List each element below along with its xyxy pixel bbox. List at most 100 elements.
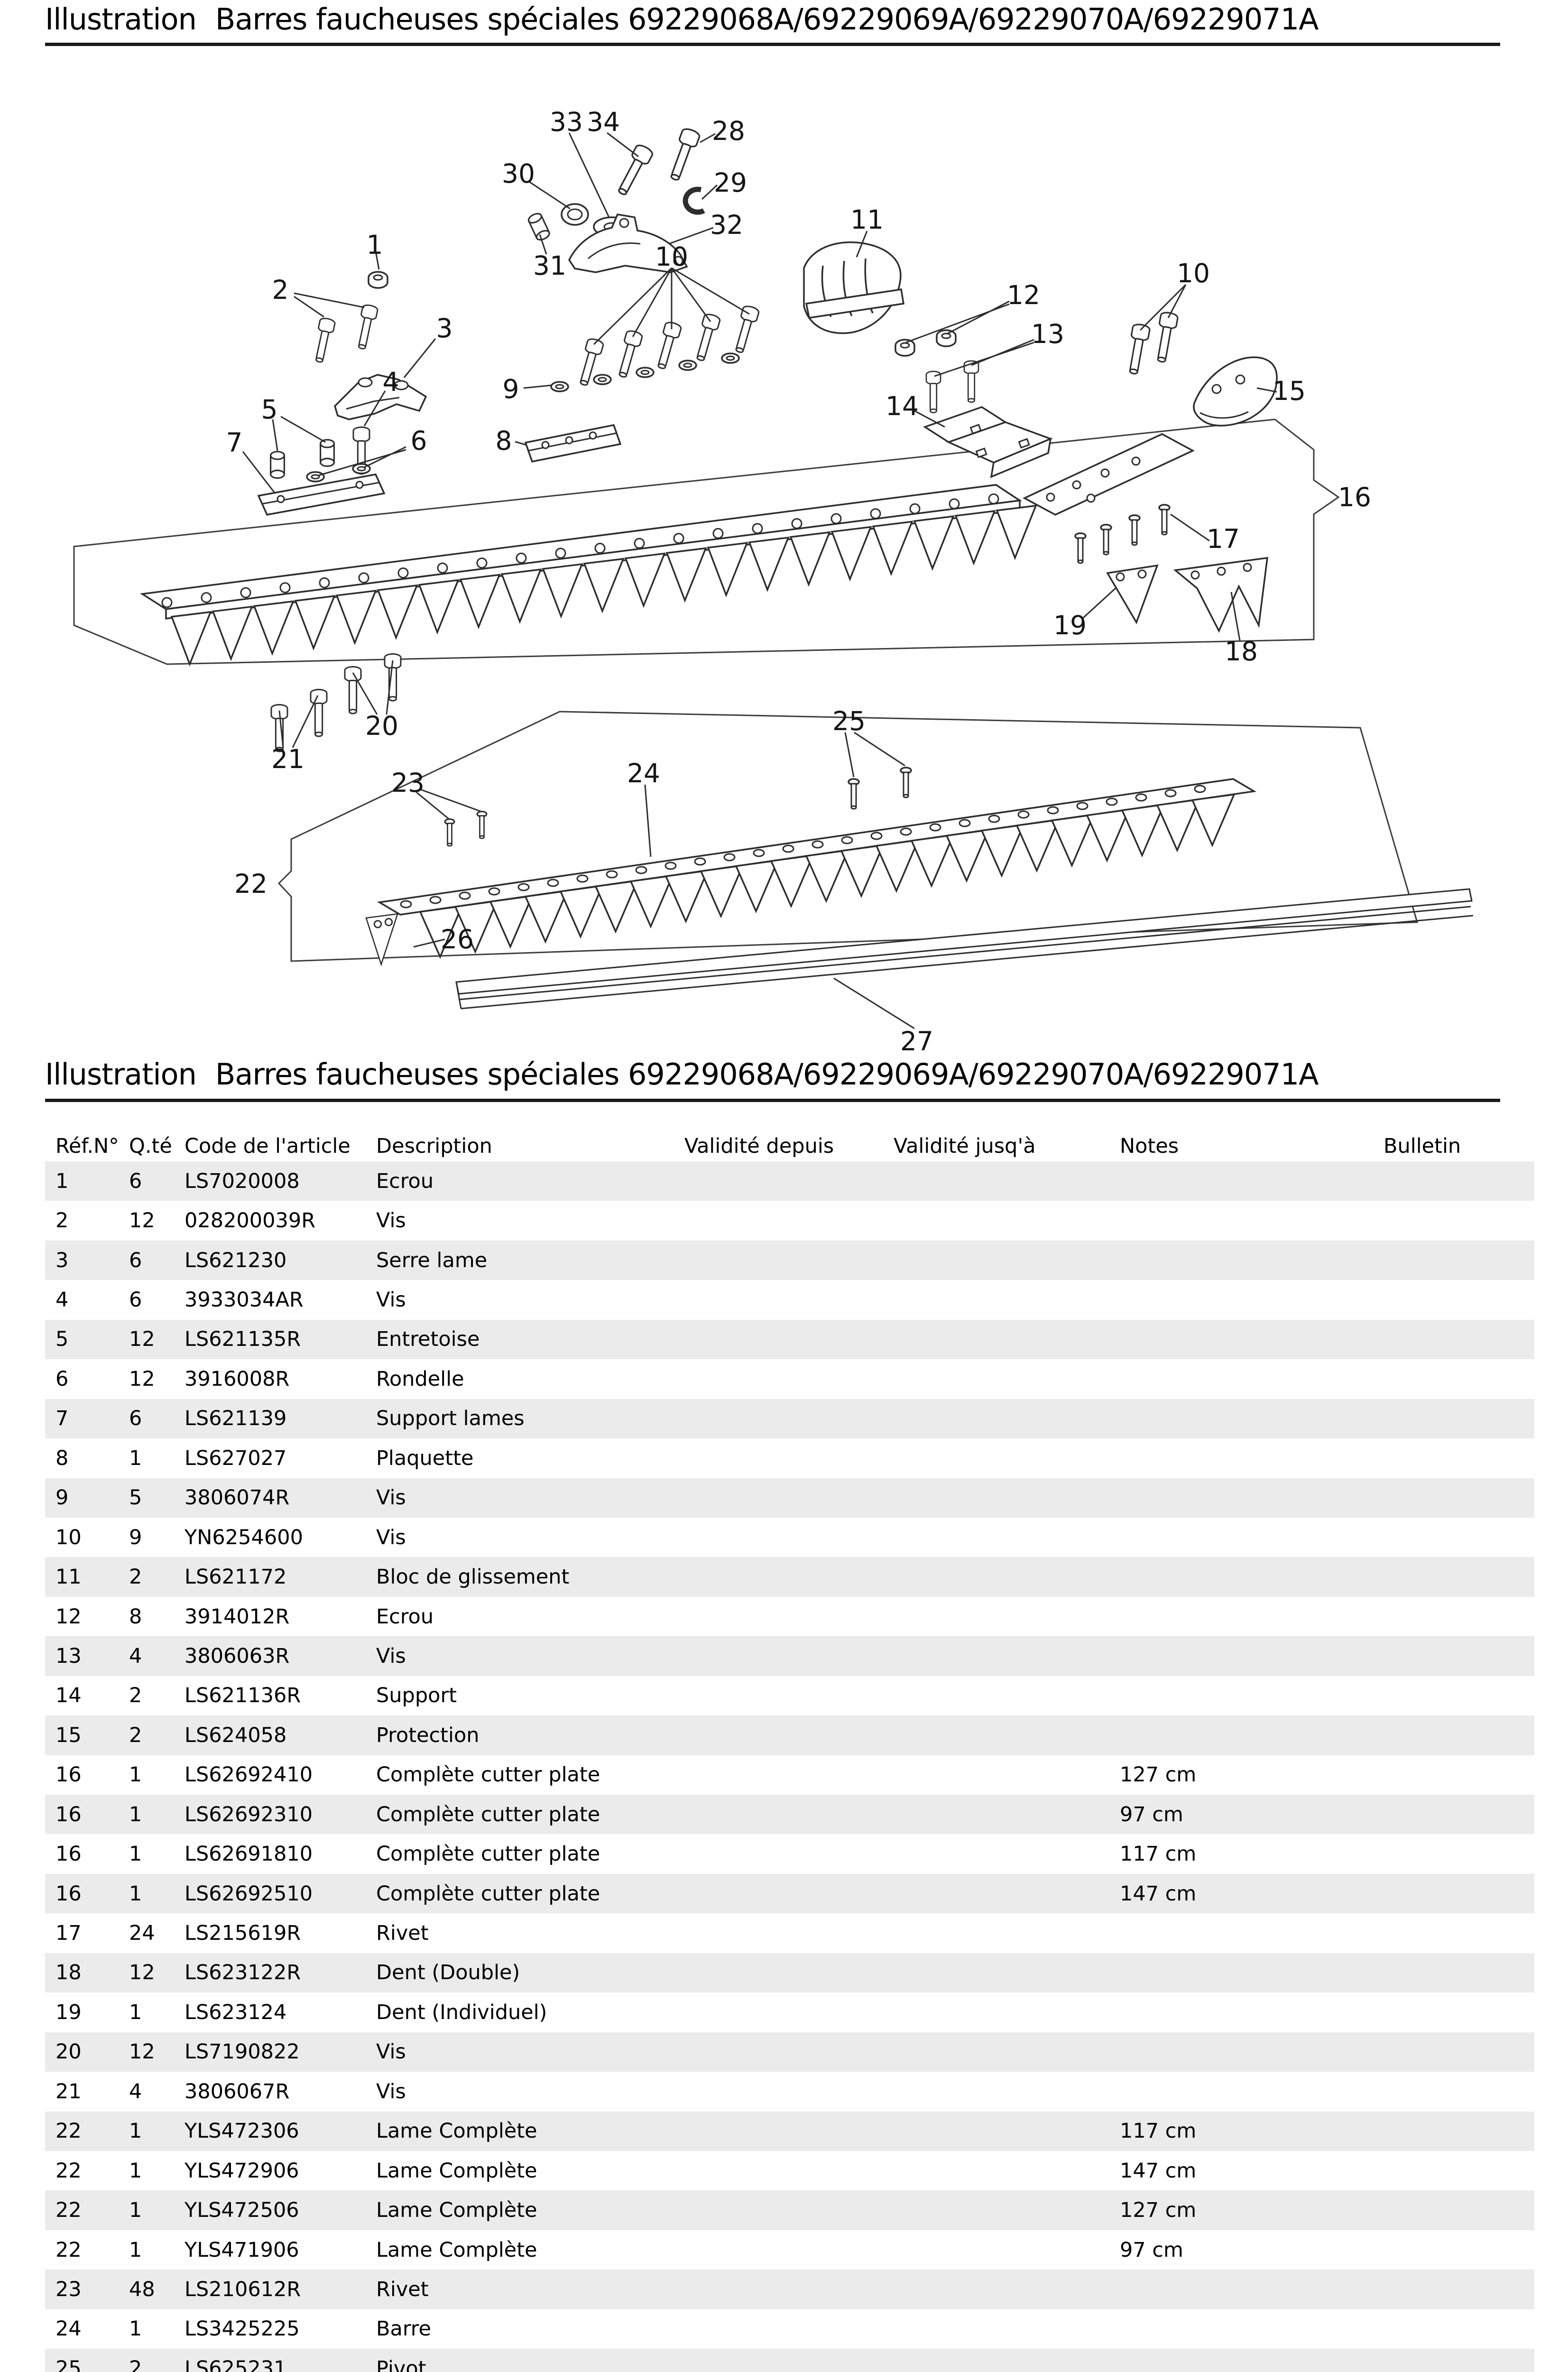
cell-qty: 1 [129,2159,142,2183]
callout-leader [515,441,527,446]
cell-notes: 127 cm [1120,1763,1197,1787]
callout-leader [854,732,905,767]
callout-number: 26 [441,924,474,954]
cell-desc: Rivet [376,2277,429,2301]
cell-qty: 8 [129,1604,142,1629]
cell-qty: 48 [129,2277,155,2301]
vis-10-right [1152,310,1179,364]
cell-desc: Ecrou [376,1169,434,1193]
cell-ref: 2 [55,1209,69,1233]
callout-number: 13 [1031,319,1064,349]
cell-code: LS621136R [184,1684,301,1708]
callout-number: 16 [1338,482,1371,512]
cell-code: LS624058 [184,1723,287,1747]
cell-desc: Pivot [376,2356,426,2372]
cell-qty: 1 [129,2198,142,2223]
dent-individuel-19 [1106,564,1159,625]
cell-qty: 1 [129,1802,142,1826]
callout-leader [1230,592,1241,641]
column-header: Validité jusq'à [894,1134,1036,1158]
callout-number: 5 [261,394,278,425]
cell-ref: 1 [55,1169,69,1193]
callout-number: 9 [503,374,519,404]
callout-leader [1081,587,1116,620]
cell-desc: Rivet [376,1921,429,1946]
callout-leader [278,710,284,748]
callout-leader [934,342,1034,377]
callout-leader [523,384,553,389]
cell-desc: Dent (Individuel) [376,2000,547,2024]
cell-desc: Lame Complète [376,2198,537,2223]
exploded-parts-diagram: 1234567891011121310141516171819202122232… [73,107,1474,1056]
cell-desc: Bloc de glissement [376,1565,570,1589]
column-header: Code de l'article [184,1134,350,1158]
callout-number: 31 [533,250,566,281]
callout-number: 11 [850,204,884,235]
callout-number: 33 [550,107,583,137]
cell-qty: 1 [129,2119,142,2143]
cell-notes: 147 cm [1120,1881,1197,1906]
cell-ref: 4 [55,1288,69,1312]
callout-leader [905,303,1010,343]
callout-leader [1256,387,1277,393]
callout-leader [294,292,365,308]
cell-ref: 22 [55,2238,82,2262]
nut-1 [368,271,388,289]
callout-leader [416,791,449,820]
ecrou-12 [936,329,957,347]
cell-ref: 16 [55,1802,82,1826]
cell-desc: Complète cutter plate [376,1802,600,1826]
vis-2 [311,316,336,364]
ecrou-12 [895,339,915,357]
column-header: Notes [1120,1134,1179,1158]
cell-code: LS621230 [184,1248,287,1272]
callout-leader [375,253,380,270]
callout-leader [1139,284,1187,331]
callout-leader [272,419,278,451]
cell-code: YLS472906 [184,2159,299,2183]
cell-ref: 15 [55,1723,82,1747]
vis-31 [526,211,552,242]
cell-ref: 8 [55,1446,69,1470]
callout-number: 20 [365,711,398,741]
cell-code: LS3425225 [184,2317,300,2341]
cell-code: LS627027 [184,1446,287,1470]
title-text: Barres faucheuses spéciales 69229068A/69… [215,1057,1319,1092]
cell-desc: Serre lame [376,1248,488,1272]
cell-qty: 5 [129,1486,142,1510]
callout-leader [607,132,639,158]
callout-leader [568,132,610,218]
bloc-glissement-11 [803,241,905,334]
cell-ref: 18 [55,1961,82,1985]
cell-qty: 2 [129,1684,142,1708]
callout-number: 28 [712,116,745,146]
cell-ref: 14 [55,1684,82,1708]
cell-code: LS621135R [184,1327,301,1352]
cell-desc: Complète cutter plate [376,1881,600,1906]
cell-code: LS621139 [184,1407,287,1431]
callout-leader [292,695,319,748]
column-header: Validité depuis [684,1134,834,1158]
support-lames-7 [257,473,386,516]
vis-9-row [550,352,740,392]
cell-desc: Vis [376,1644,406,1668]
cell-desc: Complète cutter plate [376,1763,600,1787]
column-header: Description [376,1134,492,1158]
cell-qty: 2 [129,2356,142,2372]
cell-code: LS623124 [184,2000,287,2024]
callout-number: 10 [1177,258,1210,288]
callout-number: 18 [1225,636,1258,667]
cell-code: 3933034AR [184,1288,304,1312]
cell-notes: 97 cm [1120,2238,1183,2262]
